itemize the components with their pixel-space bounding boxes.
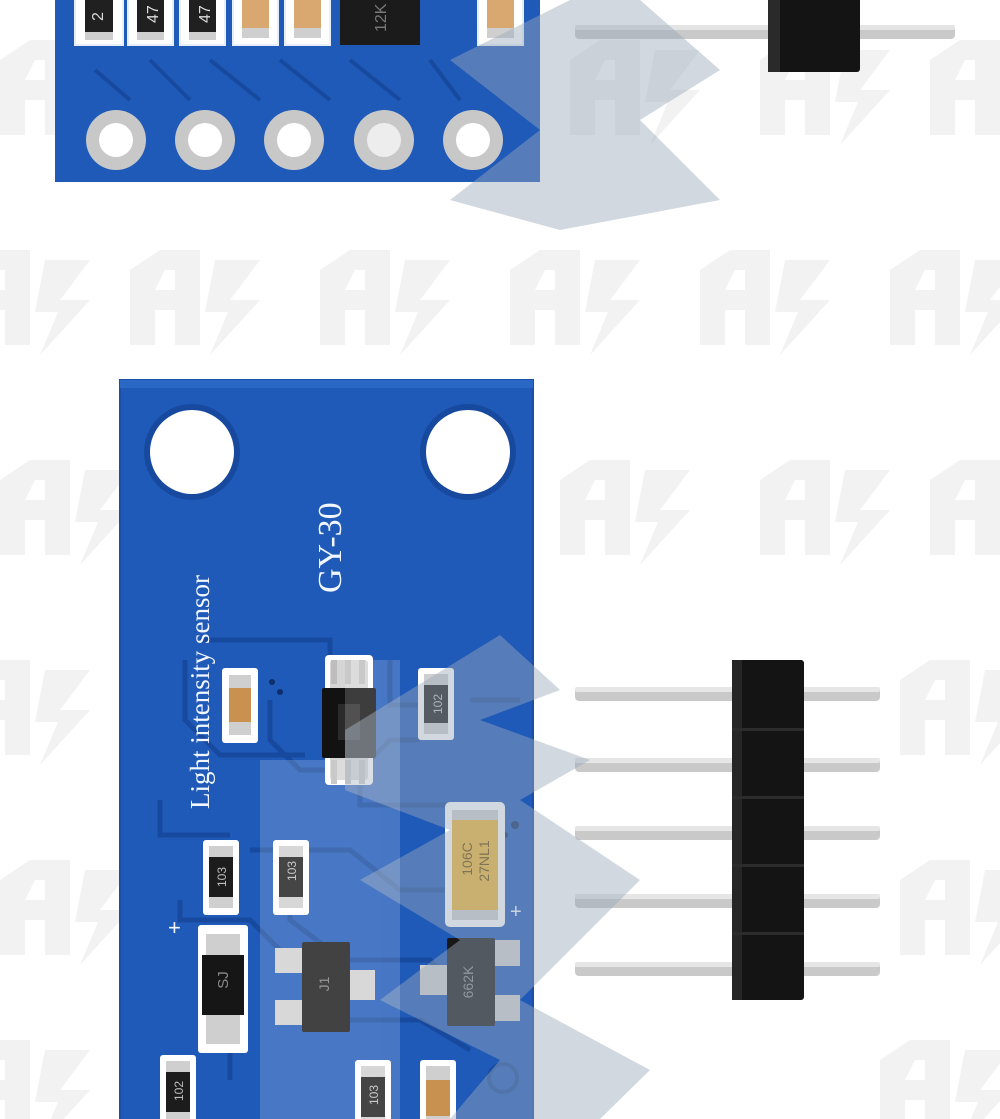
top-resistor-label-2: 47 [145,5,162,23]
resistor-102-top-label: 102 [431,694,445,714]
tantalum-capacitor [445,802,505,927]
gy30-sensor-board: 102 106C 27NL1 + 103 103 [119,379,534,1119]
mounting-holes [144,404,516,500]
smd-capacitor-1 [222,668,258,743]
header-housing [732,660,804,1000]
resistor-103-left-label: 103 [215,867,229,887]
top-resistor-label-3: 47 [197,5,214,23]
transistor-label: 662K [460,965,476,998]
resistor-103-right [273,840,309,915]
resistor-102-top [418,668,454,740]
top-board-resistors [74,0,524,46]
pin-header [575,660,880,1000]
resistor-103-right-label: 103 [285,861,299,881]
top-header-pin [575,0,955,72]
top-board-pin-holes [86,110,503,170]
top-board-ic [340,0,420,45]
top-resistor-label-1: 2 [90,12,107,21]
top-sensor-board: 2 47 47 12K [55,0,540,182]
capacitor-label-1: 106C [459,842,475,875]
diode-label: SJ [215,971,232,989]
plus-mark-right: + [510,901,522,923]
top-ic-label: 12K [373,3,390,32]
capacitor-label-2: 27NL1 [476,840,492,881]
capacitor-bottom [420,1060,456,1119]
diode-sj [198,925,248,1053]
resistor-102-bottom [160,1055,196,1119]
resistor-103-bottom-label: 103 [367,1085,381,1105]
resistor-103-bottom [355,1060,391,1119]
arrow-overlay-icon [345,0,720,1119]
resistor-102-bottom-label: 102 [172,1081,186,1101]
resistor-103-left [203,840,239,915]
board-model-label: GY-30 [312,502,349,593]
test-pad [487,1062,519,1094]
header-pins [575,687,880,976]
board-sensor-label: Light intensity sensor [185,575,215,809]
overlay-highlight [260,660,400,1119]
regulator-label: J1 [316,976,332,991]
light-sensor-chip [322,655,376,785]
plus-mark-left: + [168,915,181,940]
voltage-regulator [275,942,375,1032]
transistor-662k [420,938,520,1026]
